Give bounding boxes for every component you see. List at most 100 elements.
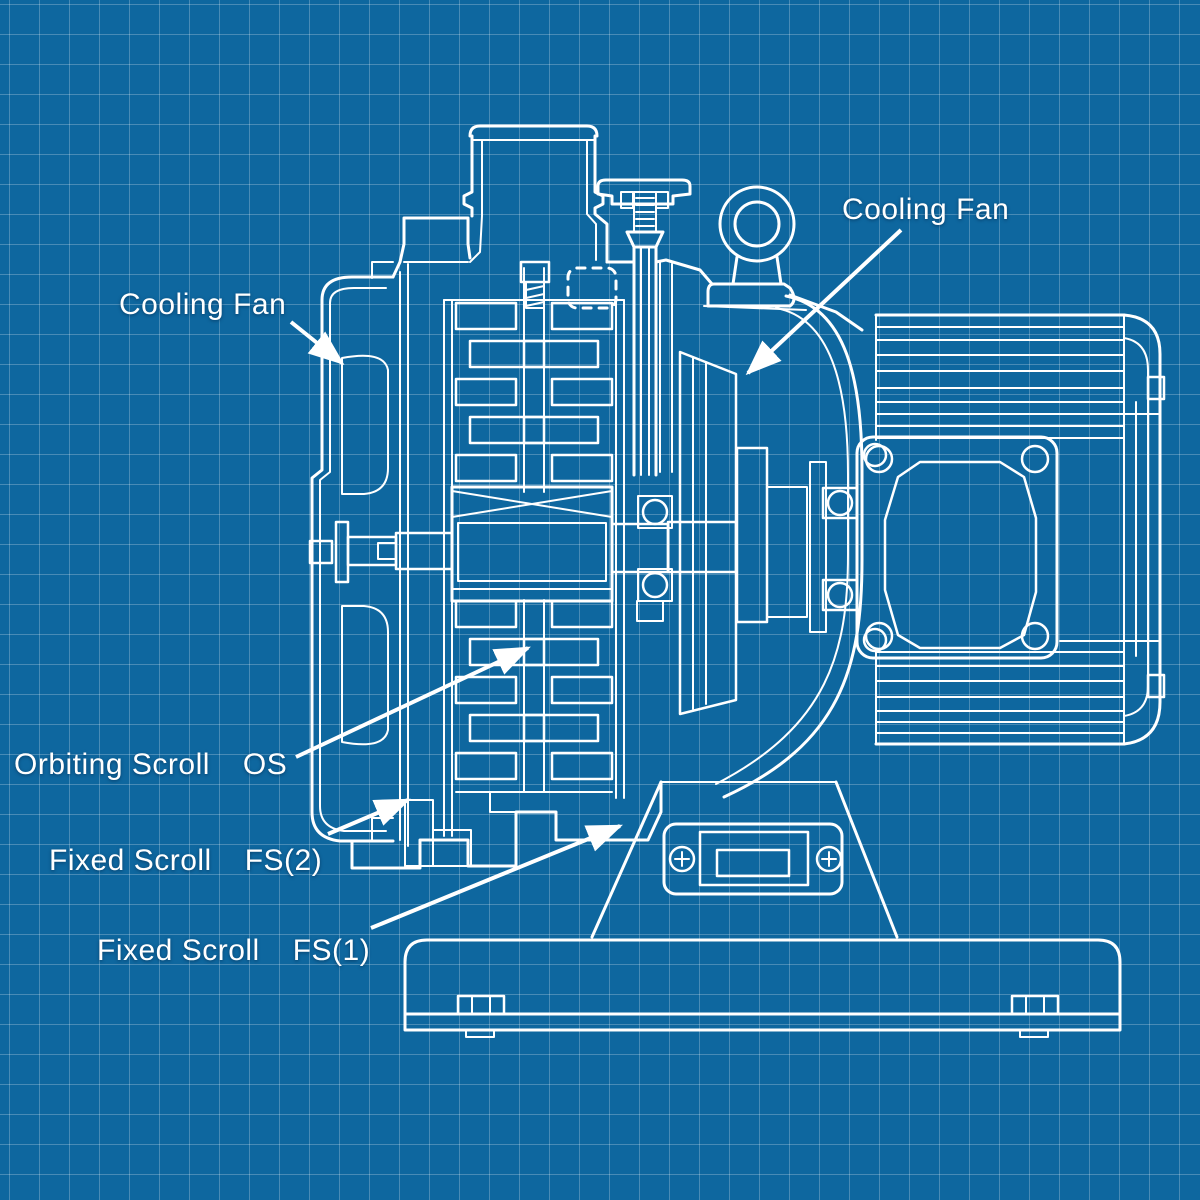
motor-end-cap-outer [1122,313,1162,746]
fan-shroud-inner [715,307,849,785]
valve-spring-coils [635,197,655,227]
shaft-left-washer [334,520,350,584]
bolt-tab [1019,1029,1049,1038]
nameplate-inner [698,830,810,887]
nameplate-screw-left [668,845,696,873]
scroll-fin [468,713,546,743]
motor-fin-lines [875,326,1125,439]
casing-top-left [391,216,472,279]
screw-cross-left [674,851,690,867]
casing-shoulder-right [788,293,864,332]
scroll-fin [468,415,546,445]
bolt-thread-ticks [525,285,545,307]
lower-scroll-plate [455,791,613,813]
scroll-fin [468,339,546,369]
label-fixed-scroll-1: Fixed Scroll FS(1) [97,934,370,967]
scroll-fin [522,339,600,369]
left-cooling-fan-blade [341,354,389,746]
scroll-chamber-wall-right [615,299,625,799]
label-text: Cooling Fan [119,288,287,321]
arrow-cooling-fan-left [289,320,345,366]
hub-bowtie [451,490,613,518]
eyebolt-ring-outer [718,185,796,263]
part-code: OS [242,748,288,781]
scroll-fin [454,751,518,781]
casing-top-right [605,258,714,286]
valve-cup [625,230,665,249]
eyebolt-neck [731,255,783,286]
part-code: FS(2) [244,844,323,877]
part-name: Fixed Scroll [97,934,260,967]
casing-foot-step [432,829,472,867]
casing-right-wall [659,261,673,473]
eyebolt-base-seat [703,305,807,311]
bolt-hex-facets [1025,995,1045,1015]
motor-fins-bottom [875,651,1125,734]
label-fixed-scroll-2: Fixed Scroll FS(2) [49,844,322,877]
label-gap [212,844,245,877]
nameplate-frame [662,822,844,896]
part-name: Fixed Scroll [49,844,212,877]
motor-bearing-upper [826,489,854,517]
nameplate [662,822,844,896]
inlet-wall-right [593,134,609,264]
part-code: FS(1) [292,934,371,967]
cover-inner-line [319,287,387,832]
bearing-race-upper [637,495,673,529]
motor-lug-top [1146,375,1166,401]
label-cooling-fan-left: Cooling Fan [119,288,286,321]
scroll-fin [454,599,518,629]
cover-bottom-tab [371,817,394,841]
arrow-fixed-scroll-1 [370,824,623,930]
drain-plug [636,600,664,622]
label-gap [210,748,243,781]
terminal-box-plate [855,435,1059,660]
base-outline [403,938,1122,1032]
foot-bolt-left [456,994,506,1038]
pedestal [590,780,899,939]
casing-bottom [350,780,663,870]
bolt-tab [465,1029,495,1038]
inlet-wall-inner-right [586,139,597,261]
foot-bolt-right [1010,994,1060,1038]
hidden-port-outline [566,266,618,310]
terminal-bolt-tr [1020,444,1050,474]
lifting-eyebolt [703,185,807,311]
label-cooling-fan-right: Cooling Fan [842,193,1009,226]
motor [855,313,1166,746]
scroll-fins-upper [454,267,614,493]
valve-stud-right [655,191,669,209]
valve-flange [596,178,692,206]
gas-ballast-valve [596,178,692,477]
terminal-plate [855,435,1059,660]
annotation-arrows [289,228,903,930]
scroll-fin [550,453,614,483]
bolt-hex-head [456,994,506,1016]
scroll-fin [550,675,614,705]
scroll-fin [454,453,518,483]
arrow-orbiting-scroll [295,646,531,759]
inlet-flange [468,124,599,138]
screw-cross-right [821,851,837,867]
fan-blade-lower [341,605,389,746]
shaft-segment-left [394,531,454,571]
pedestal-right-slant [834,780,899,939]
bolt-hex-head [1010,994,1060,1016]
inlet-wall-inner-left [469,139,483,263]
left-fan-cover [310,261,395,843]
part-name: Orbiting Scroll [14,748,210,781]
inlet-wall-left [462,134,474,218]
shaft-left-nut [308,539,334,565]
arrow-cooling-fan-right [745,228,903,376]
pedestal-left-slant [590,780,663,939]
cover-outline [310,275,395,843]
fan-blade-right-ribs [692,356,707,710]
fan-blade-upper [341,354,389,495]
motor-fin-lines [875,651,1125,734]
scroll-fin [522,637,600,667]
fan-hub-disc [735,446,769,624]
label-gap [260,934,293,967]
eccentric-bearing-upper [641,498,669,526]
valve-tube-inner [640,246,650,476]
